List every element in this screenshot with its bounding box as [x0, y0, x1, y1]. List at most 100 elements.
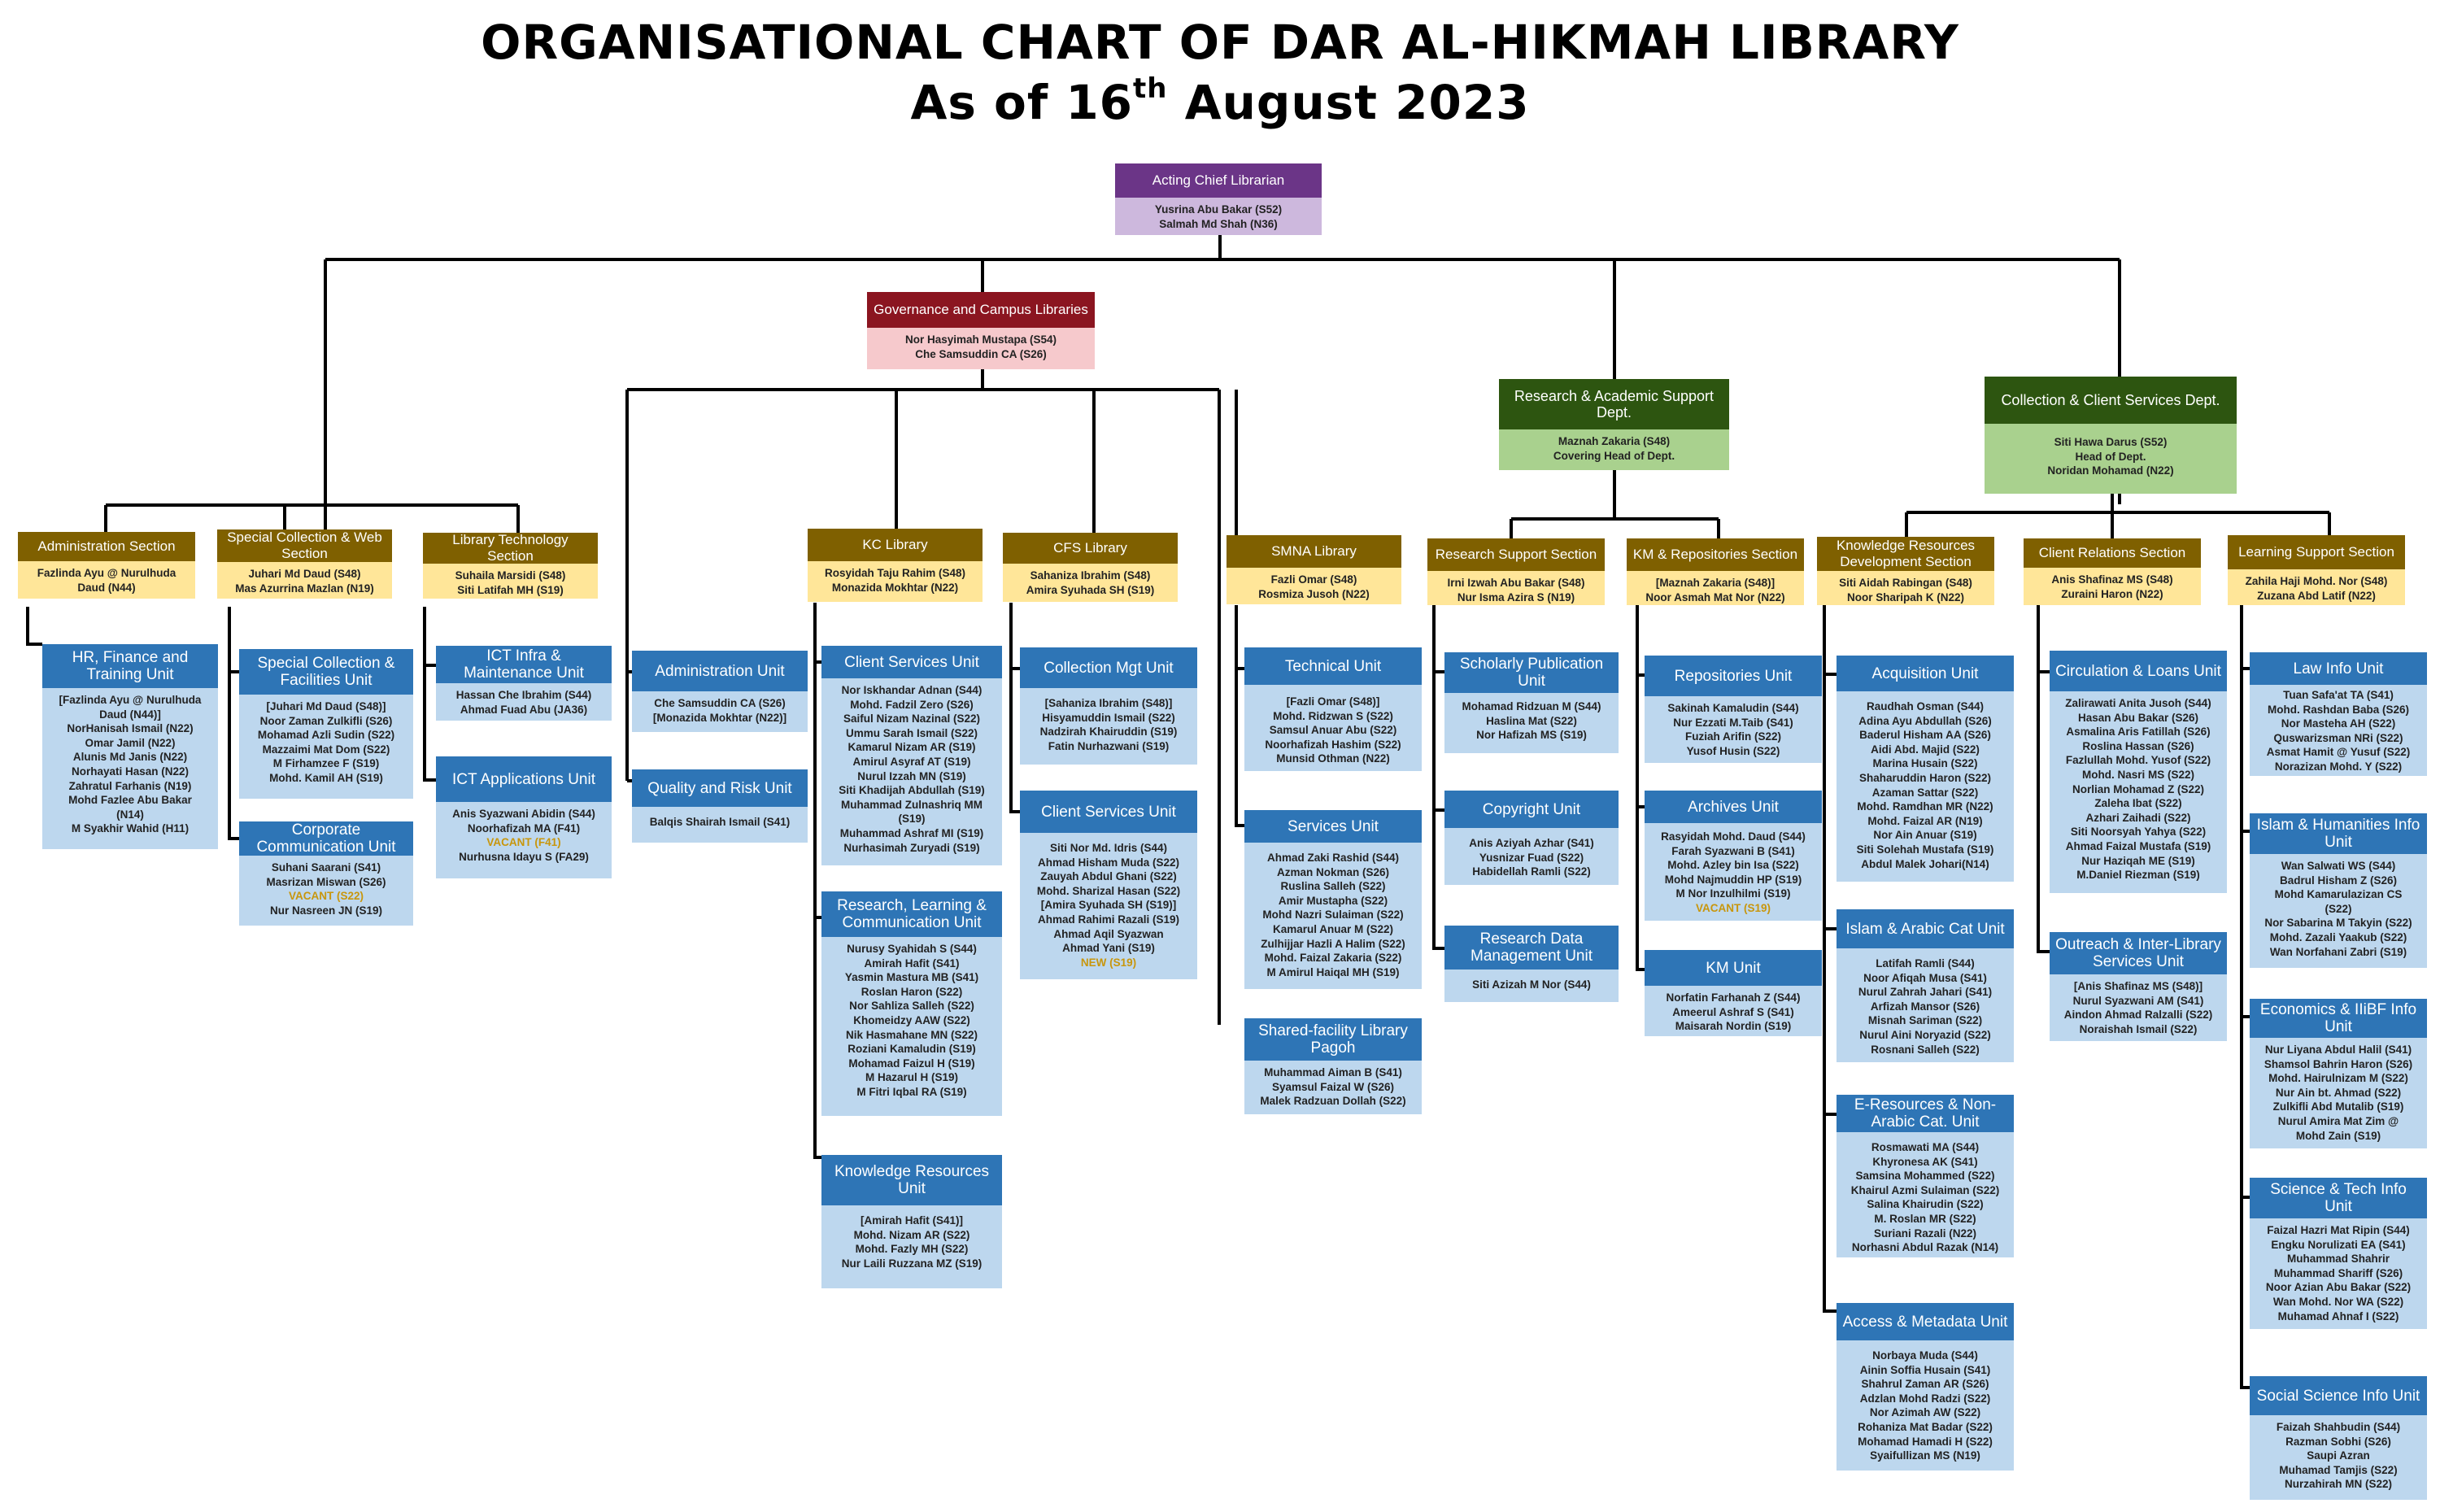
- vacant-position: VACANT (S19): [1695, 901, 1771, 914]
- member-name: Ruslina Salleh (S22): [1280, 880, 1386, 893]
- member-name: [Fazli Omar (S48)]: [1286, 695, 1380, 708]
- knowledge-resources-development-section-members: Siti Aidah Rabingan (S48)Noor Sharipah K…: [1817, 571, 1994, 605]
- member-name: Nurzahirah MN (S22): [2284, 1478, 2393, 1491]
- member-name: Norfatin Farhanah Z (S44): [1666, 991, 1801, 1004]
- km-unit-header: KM Unit: [1645, 950, 1822, 986]
- member-name: Hassan Che Ibrahim (S44): [455, 689, 592, 701]
- member-name: Nurul Syazwani AM (S41): [2072, 994, 2204, 1007]
- economics-iiibf-info-unit-header: Economics & IIiBF Info Unit: [2250, 999, 2427, 1038]
- member-name: M Firhamzee F (S19): [272, 757, 380, 770]
- ict-infra-maintenance-unit-box: ICT Infra & Maintenance Unit Hassan Che …: [436, 646, 612, 721]
- ict-applications-unit-box: ICT Applications Unit Anis Syazwani Abid…: [436, 756, 612, 878]
- member-name: Samsina Mohammed (S22): [1855, 1170, 1995, 1183]
- collection-mgt-unit-header: Collection Mgt Unit: [1020, 647, 1197, 688]
- member-name: Nur Ezzati M.Taib (S41): [1673, 716, 1793, 729]
- member-name: M Amirul Haiqal MH (S19): [1266, 965, 1400, 978]
- member-name: Shahrul Zaman AR (S26): [1861, 1378, 1989, 1391]
- collection-mgt-unit-box: Collection Mgt Unit [Sahaniza Ibrahim (S…: [1020, 647, 1197, 765]
- client-relations-section-header: Client Relations Section: [2024, 538, 2201, 568]
- kc-library-box: KC Library Rosyidah Taju Rahim (S48)Mona…: [808, 529, 983, 602]
- research-data-management-unit-box: Research Data Management Unit Siti Aziza…: [1444, 926, 1619, 1002]
- research-support-section-box: Research Support Section Irni Izwah Abu …: [1427, 538, 1605, 605]
- member-name: Nurhusna Idayu S (FA29): [459, 850, 589, 863]
- islam-arabic-cat-unit-box: Islam & Arabic Cat Unit Latifah Ramli (S…: [1837, 909, 2014, 1062]
- member-name: Norbaya Muda (S44): [1872, 1349, 1978, 1362]
- member-name: Zuraini Haron (N22): [2061, 587, 2163, 600]
- member-name: Monazida Mokhtar (N22): [831, 581, 959, 594]
- member-name: Asmalina Aris Fatillah (S26): [2066, 725, 2211, 739]
- hr-finance-training-unit-box: HR, Finance and Training Unit [Fazlinda …: [42, 644, 218, 849]
- social-science-info-unit-members: Faizah Shahbudin (S44)Razman Sobhi (S26)…: [2250, 1415, 2427, 1500]
- access-metadata-unit-header: Access & Metadata Unit: [1837, 1303, 2014, 1340]
- member-name: Suhaila Marsidi (S48): [455, 569, 566, 582]
- cfs-library-header: CFS Library: [1003, 533, 1178, 564]
- library-technology-section-members: Suhaila Marsidi (S48)Siti Latifah MH (S1…: [423, 564, 598, 599]
- member-name: Rosmawati MA (S44): [1871, 1141, 1980, 1153]
- repositories-unit-header: Repositories Unit: [1645, 656, 1822, 696]
- member-name: Syaifullizan MS (N19): [1870, 1449, 1980, 1462]
- law-info-unit-header: Law Info Unit: [2250, 652, 2427, 685]
- member-name: Habidellah Ramli (S22): [1472, 865, 1591, 878]
- member-name: Kamarul Nizam AR (S19): [847, 741, 976, 754]
- research-academic-support-dept-box: Research & Academic Support Dept. Maznah…: [1499, 379, 1729, 470]
- governance-campus-libraries-header: Governance and Campus Libraries: [867, 292, 1095, 328]
- member-name: [Sahaniza Ibrahim (S48)]: [1044, 697, 1173, 709]
- member-name: Zulkifli Abd Mutalib (S19): [2272, 1100, 2404, 1113]
- member-name: Saiful Nizam Nazinal (S22): [843, 712, 981, 725]
- special-collection-web-section-members: Juhari Md Daud (S48)Mas Azurrina Mazlan …: [217, 562, 392, 599]
- administration-unit-box: Administration Unit Che Samsuddin CA (S2…: [632, 651, 808, 732]
- services-unit-members: Ahmad Zaki Rashid (S44)Azman Nokman (S26…: [1244, 843, 1422, 989]
- member-name: Yusnizar Fuad (S22): [1479, 851, 1584, 864]
- copyright-unit-members: Anis Aziyah Azhar (S41) Yusnizar Fuad (S2…: [1444, 828, 1619, 885]
- member-name: Salmah Md Shah (N36): [1159, 217, 1278, 230]
- member-name: Nik Hasmahane MN (S22): [845, 1028, 978, 1041]
- member-name: Siti Azizah M Nor (S44): [1472, 978, 1591, 991]
- member-name: Anis Shafinaz MS (S48): [2051, 573, 2173, 586]
- knowledge-resources-unit-box: Knowledge Resources Unit [Amirah Hafit (…: [821, 1155, 1002, 1288]
- client-relations-section-members: Anis Shafinaz MS (S48)Zuraini Haron (N22…: [2024, 568, 2201, 605]
- member-name: Faizal Hazri Mat Ripin (S44): [2267, 1224, 2410, 1236]
- member-name: Zahila Haji Mohd. Nor (S48): [2245, 575, 2388, 587]
- member-name: Khyronesa AK (S41): [1872, 1155, 1978, 1168]
- islam-arabic-cat-unit-members: Latifah Ramli (S44)Noor Afiqah Musa (S41…: [1837, 948, 2014, 1062]
- member-name: Mohd. Nizam AR (S22): [853, 1228, 970, 1241]
- member-name: Anis Aziyah Azhar (S41): [1469, 837, 1594, 849]
- learning-support-section-box: Learning Support Section Zahila Haji Moh…: [2228, 535, 2405, 605]
- kc-client-services-unit-box: Client Services Unit Nor Iskhandar Adnan…: [821, 646, 1002, 865]
- member-name: Suriani Razali (N22): [1873, 1227, 1977, 1240]
- member-name: Mohd Najmuddin HP (S19): [1664, 873, 1802, 886]
- member-name: Hisyamuddin Ismail (S22): [1042, 711, 1175, 724]
- cfs-client-services-unit-box: Client Services Unit Siti Nor Md. Idris …: [1020, 791, 1197, 979]
- member-name: Hasan Abu Bakar (S26): [2077, 711, 2199, 724]
- economics-iiibf-info-unit-box: Economics & IIiBF Info Unit Nur Liyana A…: [2250, 999, 2427, 1148]
- member-name: Aindon Ahmad Ralzalli (S22): [2063, 1009, 2213, 1022]
- ict-applications-unit-members: Anis Syazwani Abidin (S44)Noorhafizah MA…: [436, 802, 612, 878]
- member-name: Rosmiza Jusoh (N22): [1258, 587, 1370, 600]
- member-name: Nor Sahliza Salleh (S22): [849, 1000, 974, 1013]
- member-name: Samsul Anuar Abu (S22): [1269, 724, 1397, 737]
- smna-library-box: SMNA Library Fazli Omar (S48)Rosmiza Jus…: [1227, 535, 1401, 604]
- ict-infra-maintenance-unit-header: ICT Infra & Maintenance Unit: [436, 646, 612, 683]
- member-name: Mohd Fazlee Abu Bakar: [68, 794, 192, 807]
- member-name: Che Samsuddin CA (S26): [915, 347, 1047, 360]
- member-name: Nor Masteha AH (S22): [2281, 717, 2396, 730]
- member-name: (N14): [116, 808, 144, 821]
- member-name: [Monazida Mokhtar (N22)]: [652, 711, 787, 724]
- km-unit-members: Norfatin Farhanah Z (S44)Ameerul Ashraf …: [1645, 986, 1822, 1036]
- member-name: Noor Sharipah K (N22): [1846, 590, 1965, 603]
- member-name: M Fitri Iqbal RA (S19): [856, 1085, 967, 1098]
- member-name: M. Roslan MR (S22): [1874, 1212, 1976, 1225]
- member-name: Mohd. Fadzil Zero (S26): [850, 698, 974, 711]
- member-name: Maisarah Nordin (S19): [1675, 1020, 1792, 1033]
- member-name: Mohd. Fazly MH (S22): [855, 1243, 969, 1256]
- member-name: Roslina Hassan (S26): [2082, 739, 2194, 752]
- km-repositories-section-header: KM & Repositories Section: [1627, 538, 1804, 571]
- chart-date: As of 16th August 2023: [0, 75, 2440, 130]
- ict-applications-unit-header: ICT Applications Unit: [436, 756, 612, 802]
- member-name: Wan Norfahani Zabri (S19): [2269, 945, 2407, 958]
- member-name: Faizah Shahbudin (S44): [2276, 1421, 2401, 1433]
- member-name: Ahmad Hisham Muda (S22): [1037, 856, 1180, 869]
- member-name: Saupi Azran: [2307, 1449, 2370, 1462]
- acting-chief-librarian-members: Yusrina Abu Bakar (S52)Salmah Md Shah (N…: [1115, 198, 1322, 235]
- research-learning-communication-unit-box: Research, Learning & Communication Unit …: [821, 891, 1002, 1116]
